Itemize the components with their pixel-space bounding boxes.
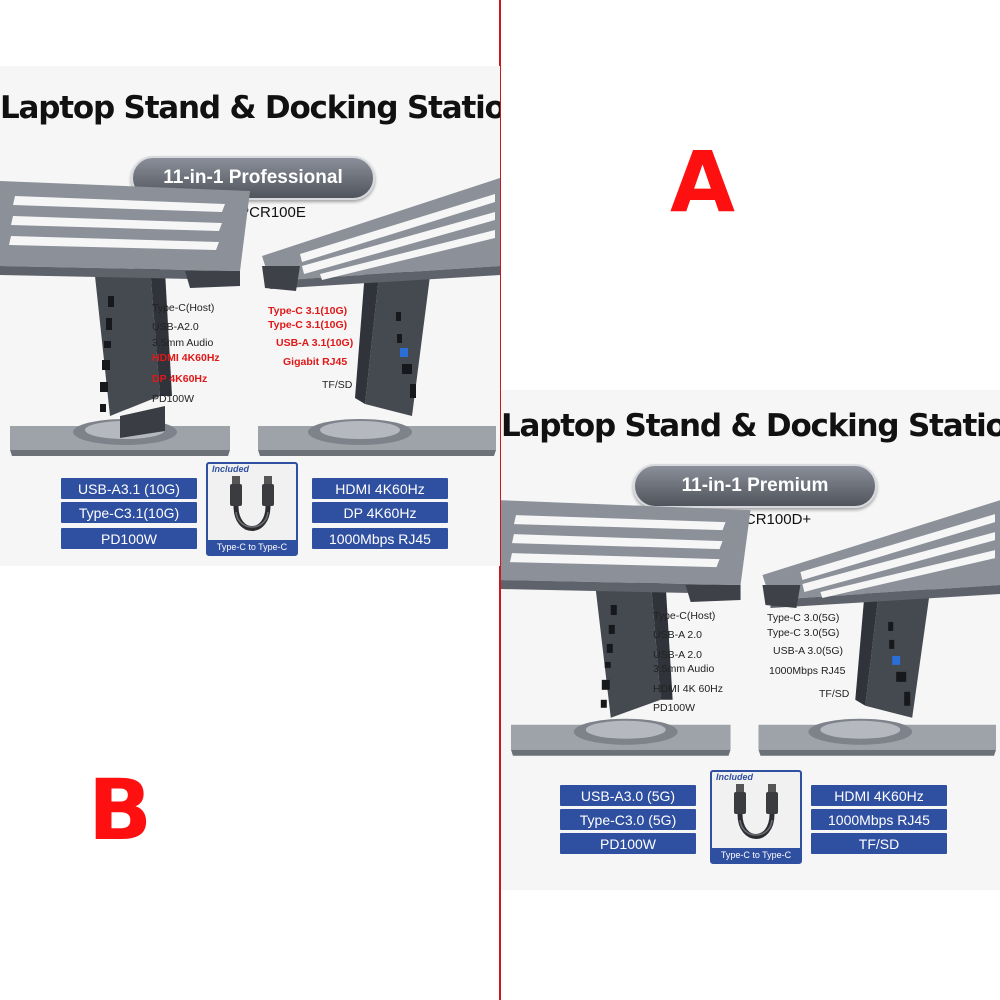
port-label: TF/SD: [819, 688, 850, 700]
feature-badge: USB-A3.1 (10G): [61, 478, 197, 499]
port-label: USB-A 2.0: [653, 649, 703, 661]
port-label: 3.5mm Audio: [152, 337, 214, 349]
port-label: HDMI 4K 60Hz: [653, 683, 724, 695]
feature-badge: PD100W: [61, 528, 197, 549]
included-cable-box: Included Type-C to Type-C: [206, 462, 298, 556]
vertical-divider: [499, 0, 501, 1000]
feature-badge: DP 4K60Hz: [312, 502, 448, 523]
feature-badge: Type-C3.0 (5G): [560, 809, 696, 830]
product-panel-professional: Laptop Stand & Docking Station 11-in-1 P…: [0, 66, 500, 566]
port-label: Gigabit RJ45: [283, 356, 348, 368]
port-label: DP 4K60Hz: [152, 373, 208, 385]
laptop-stand-illustration: [0, 178, 500, 456]
feature-badge: HDMI 4K60Hz: [312, 478, 448, 499]
port-label: Type-C 3.0(5G): [767, 612, 840, 624]
included-label: Included: [716, 772, 754, 782]
feature-badge: USB-A3.0 (5G): [560, 785, 696, 806]
port-label: Type-C(Host): [152, 302, 215, 314]
port-label: Type-C 3.1(10G): [268, 305, 348, 317]
feature-badge: 1000Mbps RJ45: [312, 528, 448, 549]
port-label: Type-C 3.0(5G): [767, 627, 840, 639]
option-label-b: B: [88, 761, 153, 859]
port-label: PD100W: [152, 393, 195, 405]
cable-caption: Type-C to Type-C: [208, 540, 296, 554]
port-label: Type-C(Host): [653, 610, 716, 622]
port-label: 1000Mbps RJ45: [769, 665, 846, 677]
option-label-a: A: [670, 133, 736, 231]
port-label: PD100W: [653, 702, 696, 714]
feature-badge: PD100W: [560, 833, 696, 854]
usb-c-cable-icon: [734, 784, 778, 839]
usb-c-cable-icon: [230, 476, 274, 531]
product-panel-premium: Laptop Stand & Docking Station 11-in-1 P…: [501, 390, 1000, 890]
feature-badge: HDMI 4K60Hz: [811, 785, 947, 806]
series-pill: 11-in-1 Premium: [633, 464, 877, 508]
port-label: 3.5mm Audio: [653, 663, 715, 675]
feature-badge: 1000Mbps RJ45: [811, 809, 947, 830]
port-label: USB-A 2.0: [653, 629, 703, 641]
included-cable-box: Included Type-C to Type-C: [710, 770, 802, 864]
panel-title: Laptop Stand & Docking Station: [0, 90, 500, 126]
cable-caption: Type-C to Type-C: [712, 848, 800, 862]
included-label: Included: [212, 464, 250, 474]
feature-badge: Type-C3.1(10G): [61, 502, 197, 523]
port-label: USB-A 3.0(5G): [773, 645, 844, 657]
port-label: Type-C 3.1(10G): [268, 319, 348, 331]
port-label: USB-A 3.1(10G): [276, 337, 354, 349]
port-label: USB-A2.0: [152, 321, 199, 333]
port-label: HDMI 4K60Hz: [152, 352, 220, 364]
feature-badge: TF/SD: [811, 833, 947, 854]
port-label: TF/SD: [322, 379, 353, 391]
panel-title: Laptop Stand & Docking Station: [501, 408, 1000, 444]
laptop-stand-illustration: [501, 500, 1000, 756]
